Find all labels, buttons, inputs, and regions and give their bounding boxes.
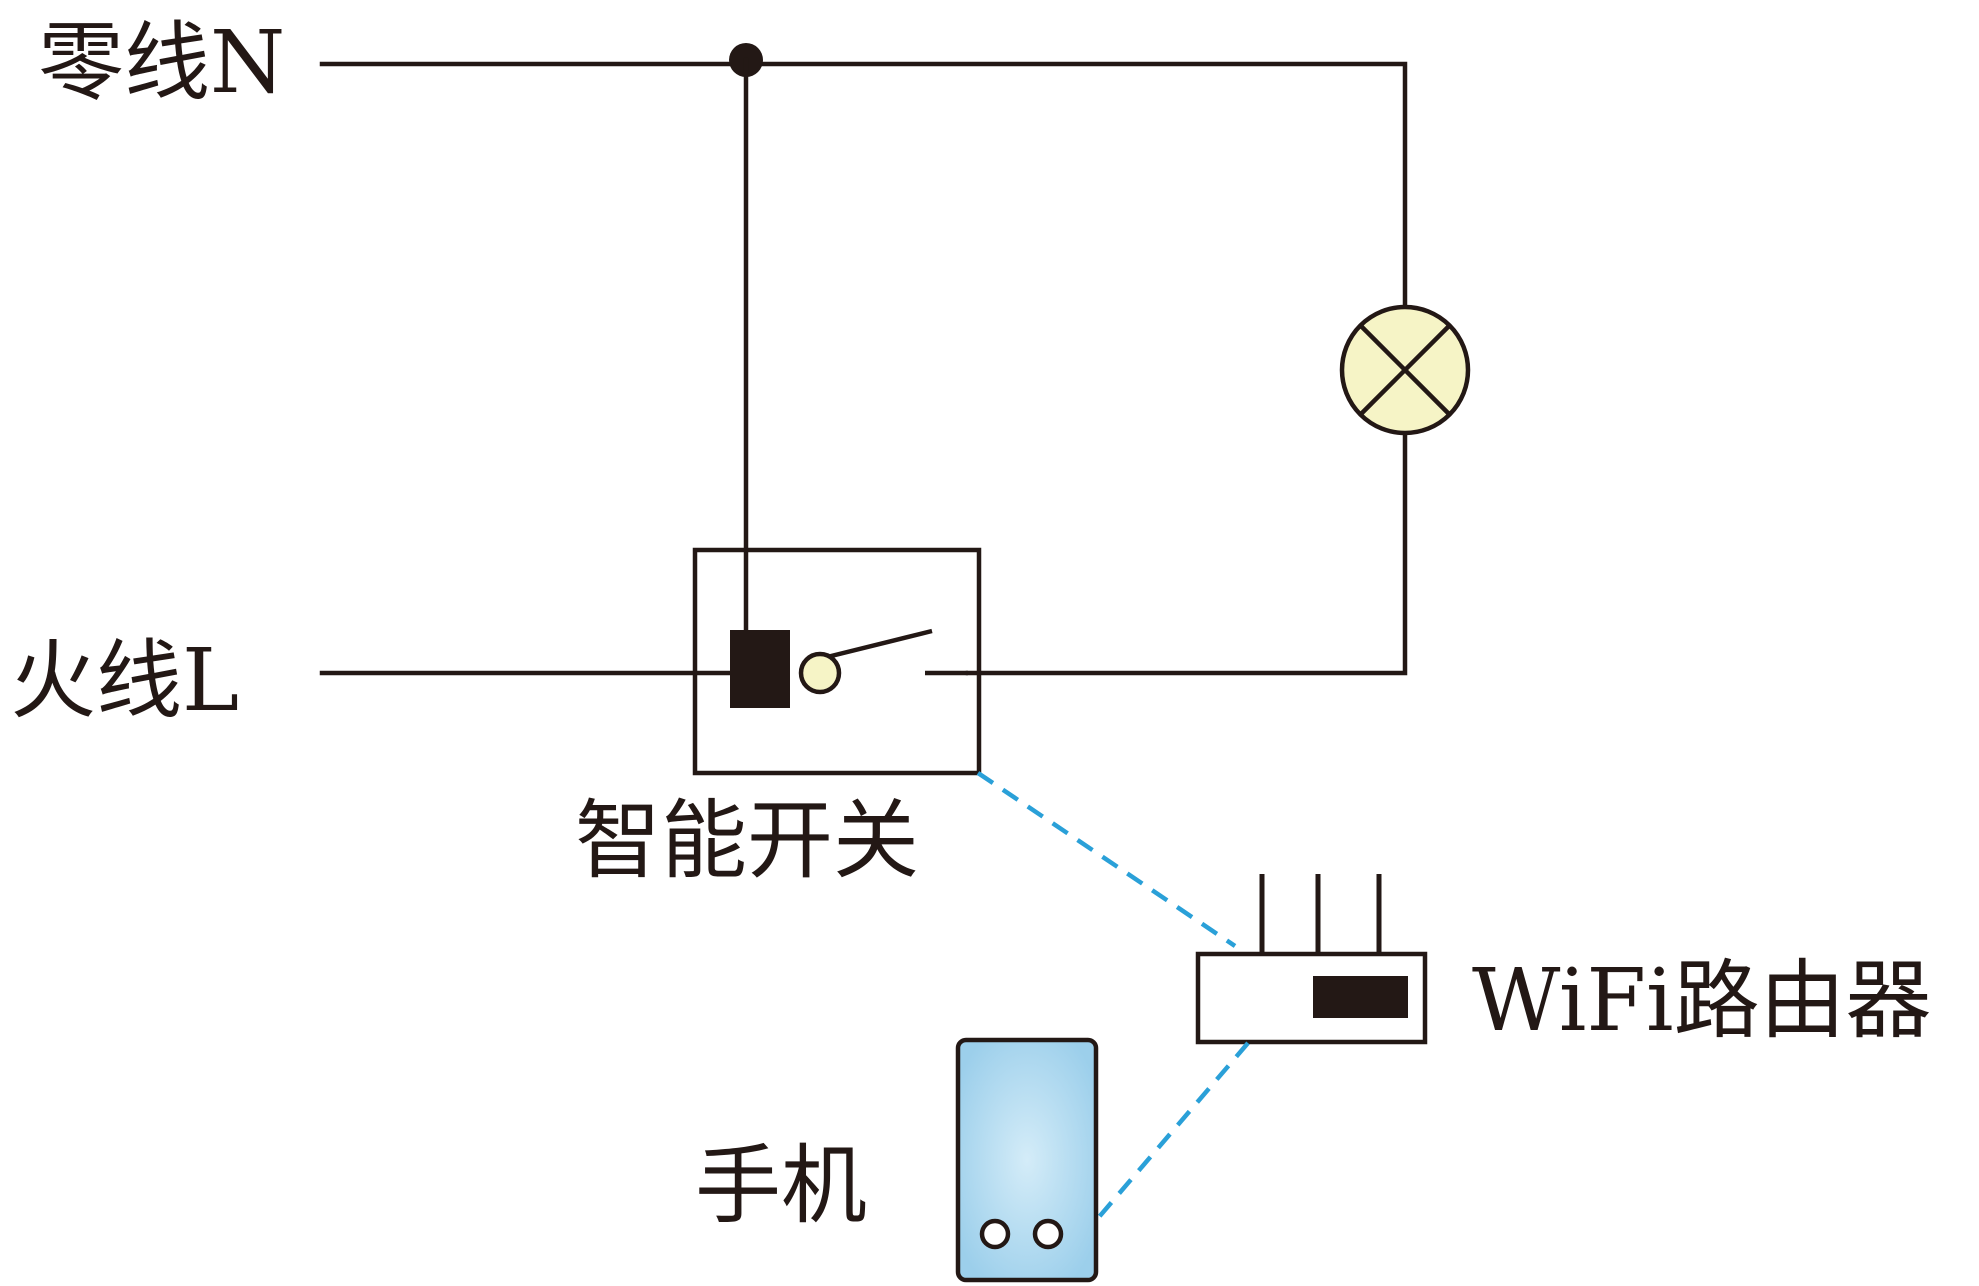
wifi-router-icon bbox=[1195, 874, 1428, 1045]
lamp-symbol-icon bbox=[1339, 304, 1471, 436]
live-line-label: 火线L bbox=[10, 631, 239, 731]
relay-block bbox=[730, 630, 790, 708]
lamp-return-wire bbox=[965, 429, 1408, 676]
switch-blade bbox=[814, 628, 933, 663]
smart-switch bbox=[692, 547, 982, 776]
switch-pivot bbox=[798, 651, 842, 695]
wifi-router-label: WiFi路由器 bbox=[1472, 951, 1932, 1051]
neutral-wire bbox=[319, 61, 1408, 313]
smart-switch-box bbox=[692, 547, 982, 776]
wifi-link-router-phone bbox=[1091, 1041, 1250, 1226]
phone-label: 手机 bbox=[695, 1136, 867, 1236]
wifi-link-switch-router bbox=[976, 771, 1237, 948]
smart-switch-label: 智能开关 bbox=[575, 791, 919, 891]
mobile-phone-icon bbox=[955, 1037, 1099, 1283]
neutral-line-label: 零线N bbox=[38, 13, 285, 113]
